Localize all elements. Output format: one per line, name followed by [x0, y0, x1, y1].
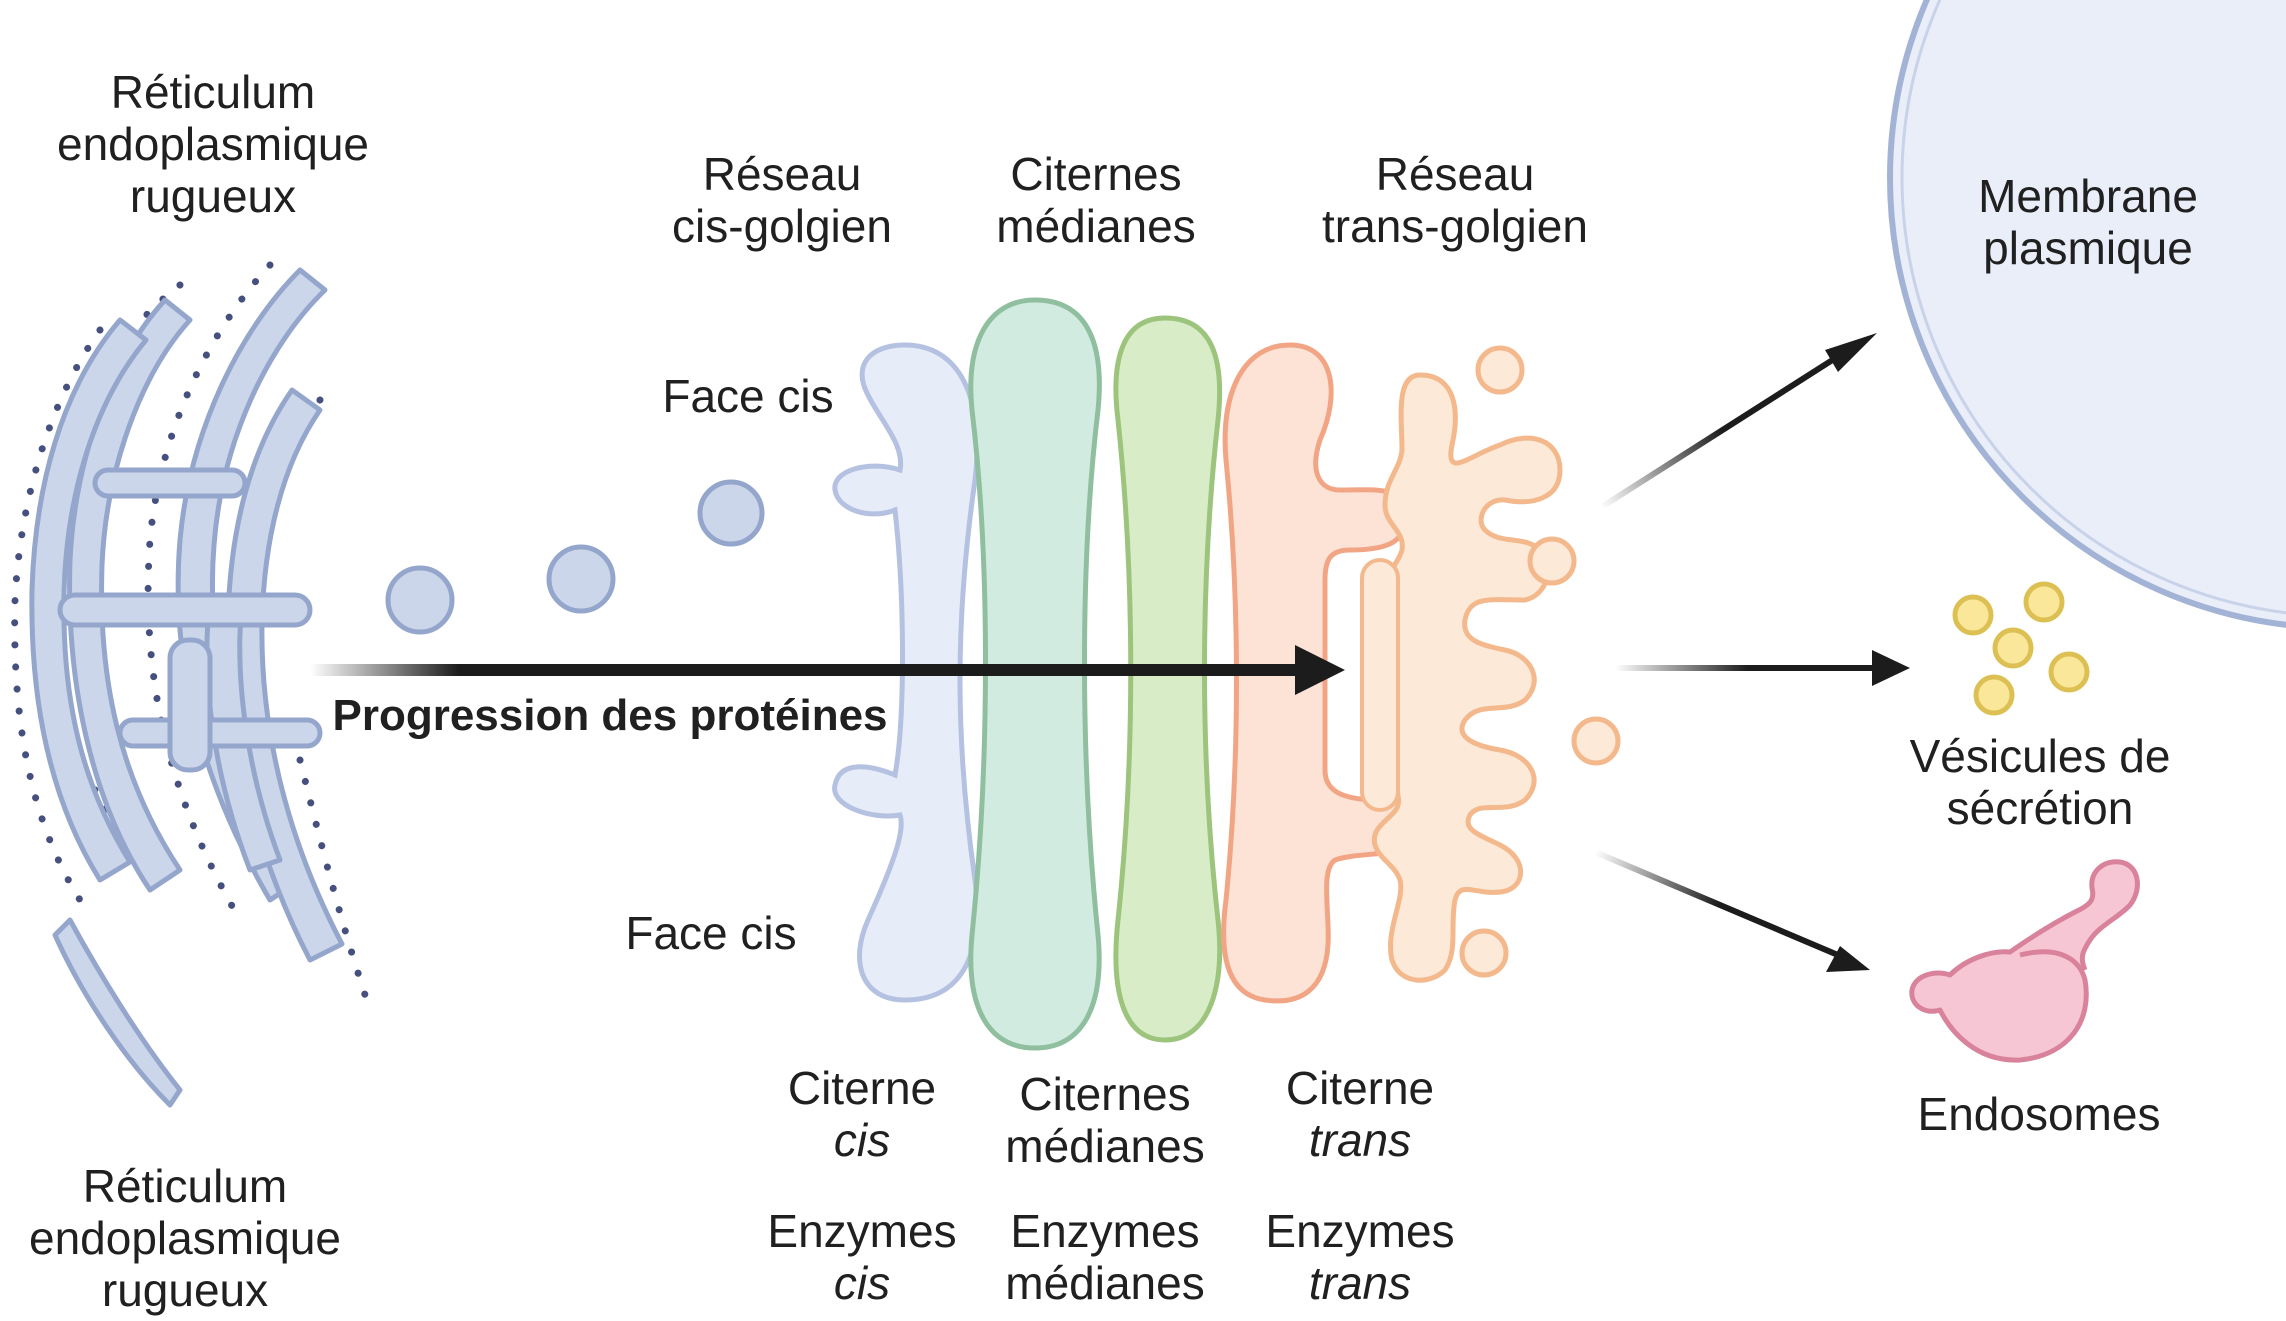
- cis-network-label: Réseau cis-golgien: [672, 148, 892, 252]
- endosome-icon: [1909, 859, 2140, 1063]
- medial-cisternae-bottom-label: Citernes médianes: [1005, 1068, 1205, 1172]
- plasma-membrane-icon: [1887, 0, 2286, 628]
- cis-cisterna-label: Citerne cis: [787, 1062, 937, 1166]
- secretory-vesicles-label: Vésicules de sécrétion: [1909, 730, 2171, 834]
- transport-vesicle-icon: [1459, 345, 1621, 978]
- arrow-icon: [1598, 333, 1877, 511]
- rer-top-label: Réticulum endoplasmique rugueux: [56, 66, 370, 222]
- arrow-icon: [1593, 849, 1870, 972]
- medial-cisternae-top-label: Citernes médianes: [996, 148, 1196, 252]
- trans-network-label: Réseau trans-golgien: [1322, 148, 1588, 252]
- trans-cisterna-label: Citerne trans: [1285, 1062, 1435, 1166]
- arrow-icon: [1615, 650, 1910, 686]
- rough-er-icon: [11, 261, 374, 1108]
- face-cis-bottom-label: Face cis: [625, 907, 797, 959]
- golgi-cisterna-icon: [832, 297, 1563, 1051]
- arrow-icon: [310, 645, 1345, 695]
- cis-enzymes-label: Enzymes cis: [767, 1205, 957, 1309]
- medial-enzymes-label: Enzymes médianes: [1005, 1205, 1205, 1309]
- protein-progression-label: Progression des protéines: [332, 691, 888, 740]
- plasma-membrane-label: Membrane plasmique: [1978, 170, 2198, 274]
- rer-bottom-label: Réticulum endoplasmique rugueux: [28, 1160, 342, 1316]
- transport-vesicle-icon: [385, 479, 765, 635]
- trans-enzymes-label: Enzymes trans: [1265, 1205, 1455, 1309]
- secretory-vesicle-icon: [1952, 581, 2090, 716]
- endosomes-label: Endosomes: [1917, 1088, 2161, 1140]
- face-cis-top-label: Face cis: [662, 370, 834, 422]
